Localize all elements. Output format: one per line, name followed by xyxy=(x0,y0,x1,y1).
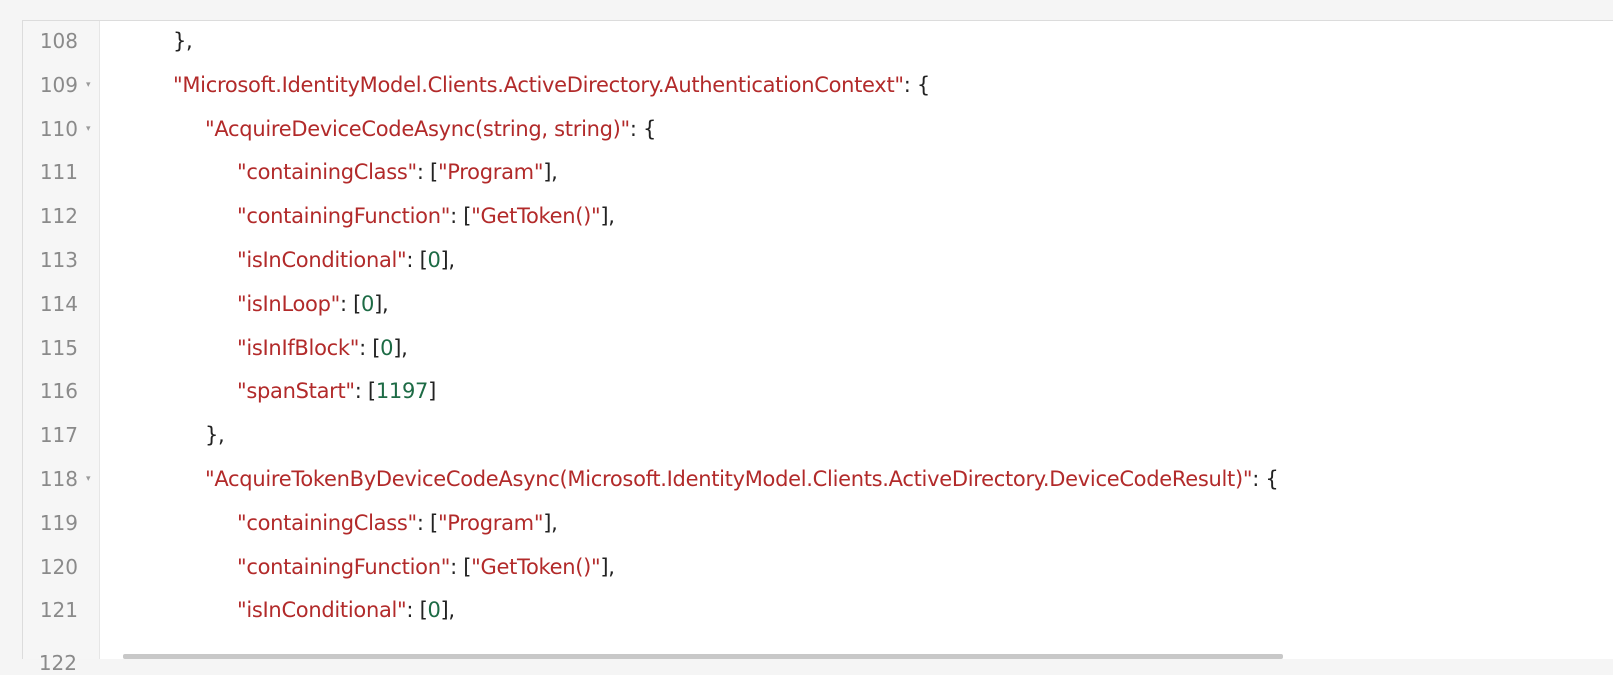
token-num: 0 xyxy=(361,291,375,316)
code-line[interactable]: 117}, xyxy=(23,414,1613,458)
line-number: 115 xyxy=(39,335,78,360)
token-key: "isInLoop" xyxy=(237,291,340,316)
token-punc: }, xyxy=(205,423,225,448)
code-text: "AcquireTokenByDeviceCodeAsync(Microsoft… xyxy=(205,458,1279,502)
code-text: "AcquireDeviceCodeAsync(string, string)"… xyxy=(205,108,656,152)
code-text: "spanStart": [1197] xyxy=(237,370,436,414)
code-text: "isInIfBlock": [0], xyxy=(237,327,408,371)
line-number: 120 xyxy=(39,554,78,579)
code-text: }, xyxy=(173,20,193,64)
line-number: 110 xyxy=(39,116,78,141)
token-punc: : [ xyxy=(450,204,472,229)
token-punc: : [ xyxy=(406,247,428,272)
fold-arrow-icon[interactable]: ▾ xyxy=(86,473,91,484)
code-text: "containingClass": ["Program"], xyxy=(237,502,558,546)
code-line[interactable]: 109 ▾ "Microsoft.IdentityModel.Clients.Act… xyxy=(23,64,1613,108)
code-line[interactable]: 114 "isInLoop": [0], xyxy=(23,283,1613,327)
line-number: 114 xyxy=(39,291,78,316)
token-key: "containingFunction" xyxy=(237,204,451,229)
line-number: 121 xyxy=(39,598,78,623)
token-num: 0 xyxy=(427,247,441,272)
code-line[interactable]: 116 "spanStart": [1197] xyxy=(23,370,1613,414)
line-number: 119 xyxy=(39,510,78,535)
token-key: "spanStart" xyxy=(237,379,355,404)
code-line[interactable]: 113 "isInConditional": [0], xyxy=(23,239,1613,283)
token-punc: : { xyxy=(629,116,657,141)
line-number: 113 xyxy=(39,247,78,272)
line-number: 108 xyxy=(39,29,78,53)
code-text: "isInConditional": [0], xyxy=(237,239,455,283)
code-line[interactable]: 121 "isInConditional": [0], xyxy=(23,589,1613,633)
token-punc: : { xyxy=(1252,466,1279,491)
code-line[interactable]: 111 "containingClass": ["Program"], xyxy=(23,151,1613,195)
token-key: "containingClass" xyxy=(237,160,417,185)
line-number: 111 xyxy=(39,160,78,185)
line-number: 112 xyxy=(39,204,78,229)
code-text: "containingFunction": ["GetToken()"], xyxy=(237,195,615,239)
code-text: "Microsoft.IdentityModel.Clients.ActiveD… xyxy=(173,64,930,108)
line-number: 116 xyxy=(39,379,78,404)
fold-arrow-icon[interactable]: ▾ xyxy=(86,123,91,134)
token-punc: ], xyxy=(393,335,408,360)
token-num: 0 xyxy=(380,335,394,360)
line-number-gutter xyxy=(23,21,100,659)
token-key: "isInIfBlock" xyxy=(237,335,360,360)
code-text: "isInLoop": [0], xyxy=(237,283,389,327)
token-str: "GetToken()" xyxy=(471,204,601,229)
token-key: "Microsoft.IdentityModel.Clients.ActiveD… xyxy=(173,72,904,97)
line-number: 117 xyxy=(39,423,78,448)
code-text: "isInConditional": [0], xyxy=(237,589,455,633)
code-text: "containingClass": ["Program"], xyxy=(237,151,558,195)
token-punc: ], xyxy=(374,291,389,316)
token-str: "Program" xyxy=(437,510,544,535)
token-num: 0 xyxy=(427,598,441,623)
code-line[interactable]: 120 "containingFunction": ["GetToken()"], xyxy=(23,546,1613,590)
token-punc: : [ xyxy=(339,291,362,316)
token-punc: }, xyxy=(173,29,193,53)
token-punc: ], xyxy=(440,247,456,272)
code-text: }, xyxy=(205,414,225,458)
token-punc: ], xyxy=(600,554,615,579)
token-str: "GetToken()" xyxy=(471,554,601,579)
code-line[interactable]: 118 ▾ "AcquireTokenByDeviceCodeAsync(Micro… xyxy=(23,458,1613,502)
code-line[interactable]: 115 "isInIfBlock": [0], xyxy=(23,327,1613,371)
token-punc: : [ xyxy=(406,598,428,623)
token-punc: : [ xyxy=(354,379,376,404)
horizontal-scrollbar[interactable] xyxy=(123,654,1283,659)
code-line[interactable]: 110 ▾ "AcquireDeviceCodeAsync(string, stri… xyxy=(23,108,1613,152)
code-text: "containingFunction": ["GetToken()"], xyxy=(237,546,615,590)
code-line[interactable]: 108}, xyxy=(23,20,1613,64)
token-punc: : [ xyxy=(359,335,381,360)
token-punc: ] xyxy=(428,379,436,404)
token-punc: : { xyxy=(903,72,931,97)
token-key: "containingFunction" xyxy=(237,554,451,579)
token-punc: : [ xyxy=(416,510,438,535)
code-editor[interactable]: 108}, 109 ▾ "Microsoft.IdentityModel.Client… xyxy=(22,20,1613,675)
token-punc: ], xyxy=(543,510,558,535)
token-key: "isInConditional" xyxy=(237,598,407,623)
token-str: "Program" xyxy=(437,160,544,185)
line-number: 118 xyxy=(39,466,78,491)
code-lines: 108}, 109 ▾ "Microsoft.IdentityModel.Client… xyxy=(23,20,1613,633)
token-key: "isInConditional" xyxy=(237,247,407,272)
token-punc: ], xyxy=(440,598,456,623)
token-num: 1197 xyxy=(375,379,429,404)
token-punc: ], xyxy=(600,204,615,229)
token-key: "containingClass" xyxy=(237,510,417,535)
code-line[interactable]: 119 "containingClass": ["Program"], xyxy=(23,502,1613,546)
token-punc: : [ xyxy=(450,554,472,579)
token-key: "AcquireDeviceCodeAsync(string, string)" xyxy=(205,116,630,141)
token-punc: ], xyxy=(543,160,558,185)
token-punc: : [ xyxy=(416,160,438,185)
partial-line-number: 122 xyxy=(38,651,77,675)
token-key: "AcquireTokenByDeviceCodeAsync(Microsoft… xyxy=(205,466,1253,491)
fold-arrow-icon[interactable]: ▾ xyxy=(86,79,91,90)
code-line[interactable]: 112 "containingFunction": ["GetToken()"], xyxy=(23,195,1613,239)
line-number: 109 xyxy=(39,72,78,97)
